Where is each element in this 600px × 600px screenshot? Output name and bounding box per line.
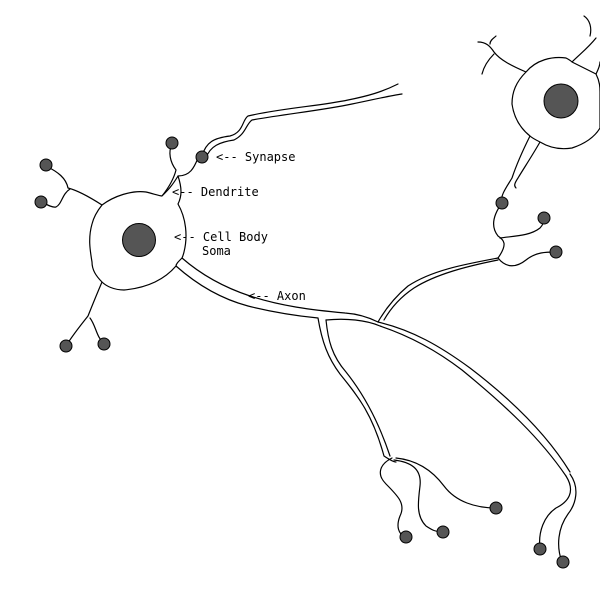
- dendrite-branch: [177, 157, 199, 177]
- dendrite-branch: [499, 217, 545, 239]
- axon-label: <-- Axon: [248, 289, 306, 303]
- axon-terminal: [436, 525, 450, 539]
- axon-terminal: [399, 530, 413, 544]
- synaptic-terminal: [97, 337, 111, 351]
- axon-upper-branch: [383, 259, 499, 321]
- synaptic-terminal: [59, 339, 73, 353]
- nucleus: [122, 223, 156, 257]
- synaptic-terminal: [537, 211, 551, 225]
- axon-terminal-branch: [558, 473, 577, 563]
- dendrite-branch: [571, 37, 597, 63]
- nucleus: [543, 83, 579, 119]
- axon-terminal: [533, 542, 547, 556]
- dendrite-label: <-- Dendrite: [172, 185, 259, 199]
- left-neuron: [34, 83, 577, 569]
- synaptic-terminal: [39, 158, 53, 172]
- synaptic-terminal: [165, 136, 179, 150]
- incoming-axon-upper: [201, 83, 399, 157]
- dendrite-branch: [583, 15, 592, 37]
- dendrite-branch: [595, 61, 600, 75]
- dendrite-branch: [65, 281, 103, 347]
- synaptic-terminal: [34, 195, 48, 209]
- soma-label: Soma: [202, 244, 231, 258]
- dendrite-branch: [481, 53, 495, 75]
- axon-terminal-branch: [393, 459, 443, 533]
- axon-right-outer: [377, 321, 571, 473]
- synapse-label: <-- Synapse: [216, 150, 296, 164]
- axon-lower-line: [175, 265, 397, 463]
- dendrite-branch: [489, 35, 497, 45]
- dendrite-branch: [497, 251, 557, 267]
- dendrite-branch: [493, 202, 505, 259]
- dendrite-branch: [477, 41, 527, 73]
- axon-terminal-branch: [539, 475, 571, 549]
- axon-terminal-branch: [395, 457, 497, 509]
- axon-inner-left: [325, 319, 391, 457]
- axon-inner-top: [325, 318, 567, 477]
- axon-terminal: [556, 555, 570, 569]
- descending-branch: [501, 135, 531, 203]
- synaptic-terminal: [495, 196, 509, 210]
- synapse-terminal: [195, 150, 209, 164]
- dendrite-branch: [161, 143, 177, 197]
- axon-terminal: [489, 501, 503, 515]
- cell-body-label: <-- Cell Body: [174, 230, 268, 244]
- right-neuron: [477, 15, 600, 267]
- axon-terminal-branch: [379, 457, 407, 539]
- descending-branch: [514, 141, 541, 189]
- synaptic-terminal: [549, 245, 563, 259]
- dendrite-branch: [45, 165, 103, 206]
- incoming-axon-lower: [205, 93, 403, 159]
- axon-upper-line: [181, 257, 499, 323]
